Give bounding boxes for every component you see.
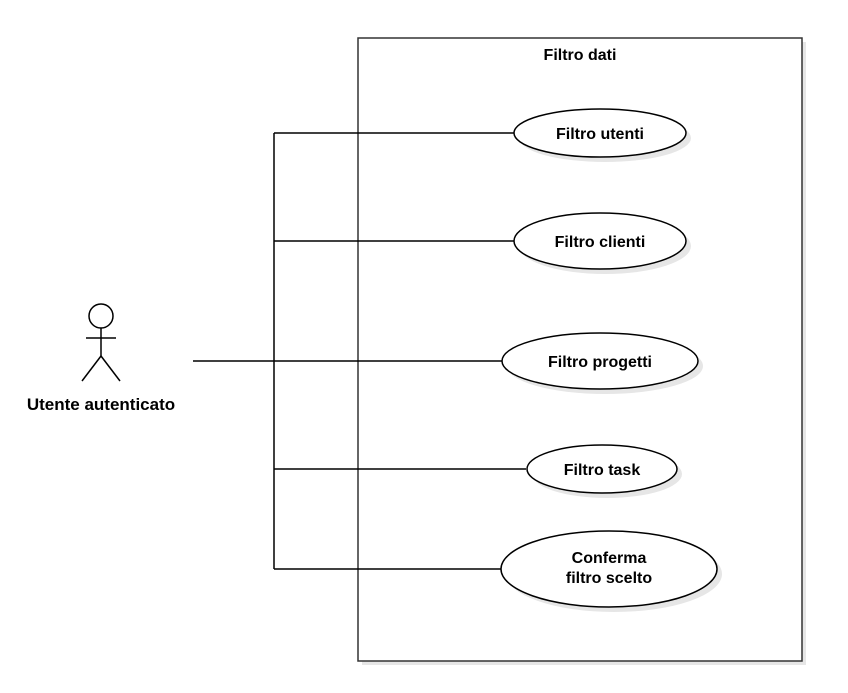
- stick-figure-icon: [81, 303, 121, 382]
- use-case-label-line-2: filtro scelto: [566, 570, 652, 587]
- actor: Utente autenticato: [27, 303, 175, 414]
- use-case-ellipse: [526, 444, 678, 494]
- system-title: Filtro dati: [544, 47, 617, 64]
- use-case-label: Filtro clienti: [555, 234, 646, 251]
- use-case-label: Filtro progetti: [548, 354, 652, 371]
- use-case-filtro-progetti: Filtro progetti: [501, 332, 703, 394]
- use-case-ellipse: [513, 108, 687, 158]
- use-case-ellipse: [500, 530, 718, 608]
- use-case-ellipse: [513, 212, 687, 270]
- use-case-conferma-filtro: Conferma filtro scelto: [500, 530, 722, 612]
- use-case-filtro-clienti: Filtro clienti: [513, 212, 691, 274]
- use-case-label: Filtro utenti: [556, 126, 644, 143]
- use-case-filtro-utenti: Filtro utenti: [513, 108, 691, 162]
- use-case-label: Filtro task: [564, 462, 641, 479]
- actor-label: Utente autenticato: [27, 395, 175, 414]
- connectors: [193, 132, 526, 570]
- use-case-label-line-1: Conferma: [572, 550, 647, 567]
- use-case-filtro-task: Filtro task: [526, 444, 682, 498]
- use-case-ellipse: [501, 332, 699, 390]
